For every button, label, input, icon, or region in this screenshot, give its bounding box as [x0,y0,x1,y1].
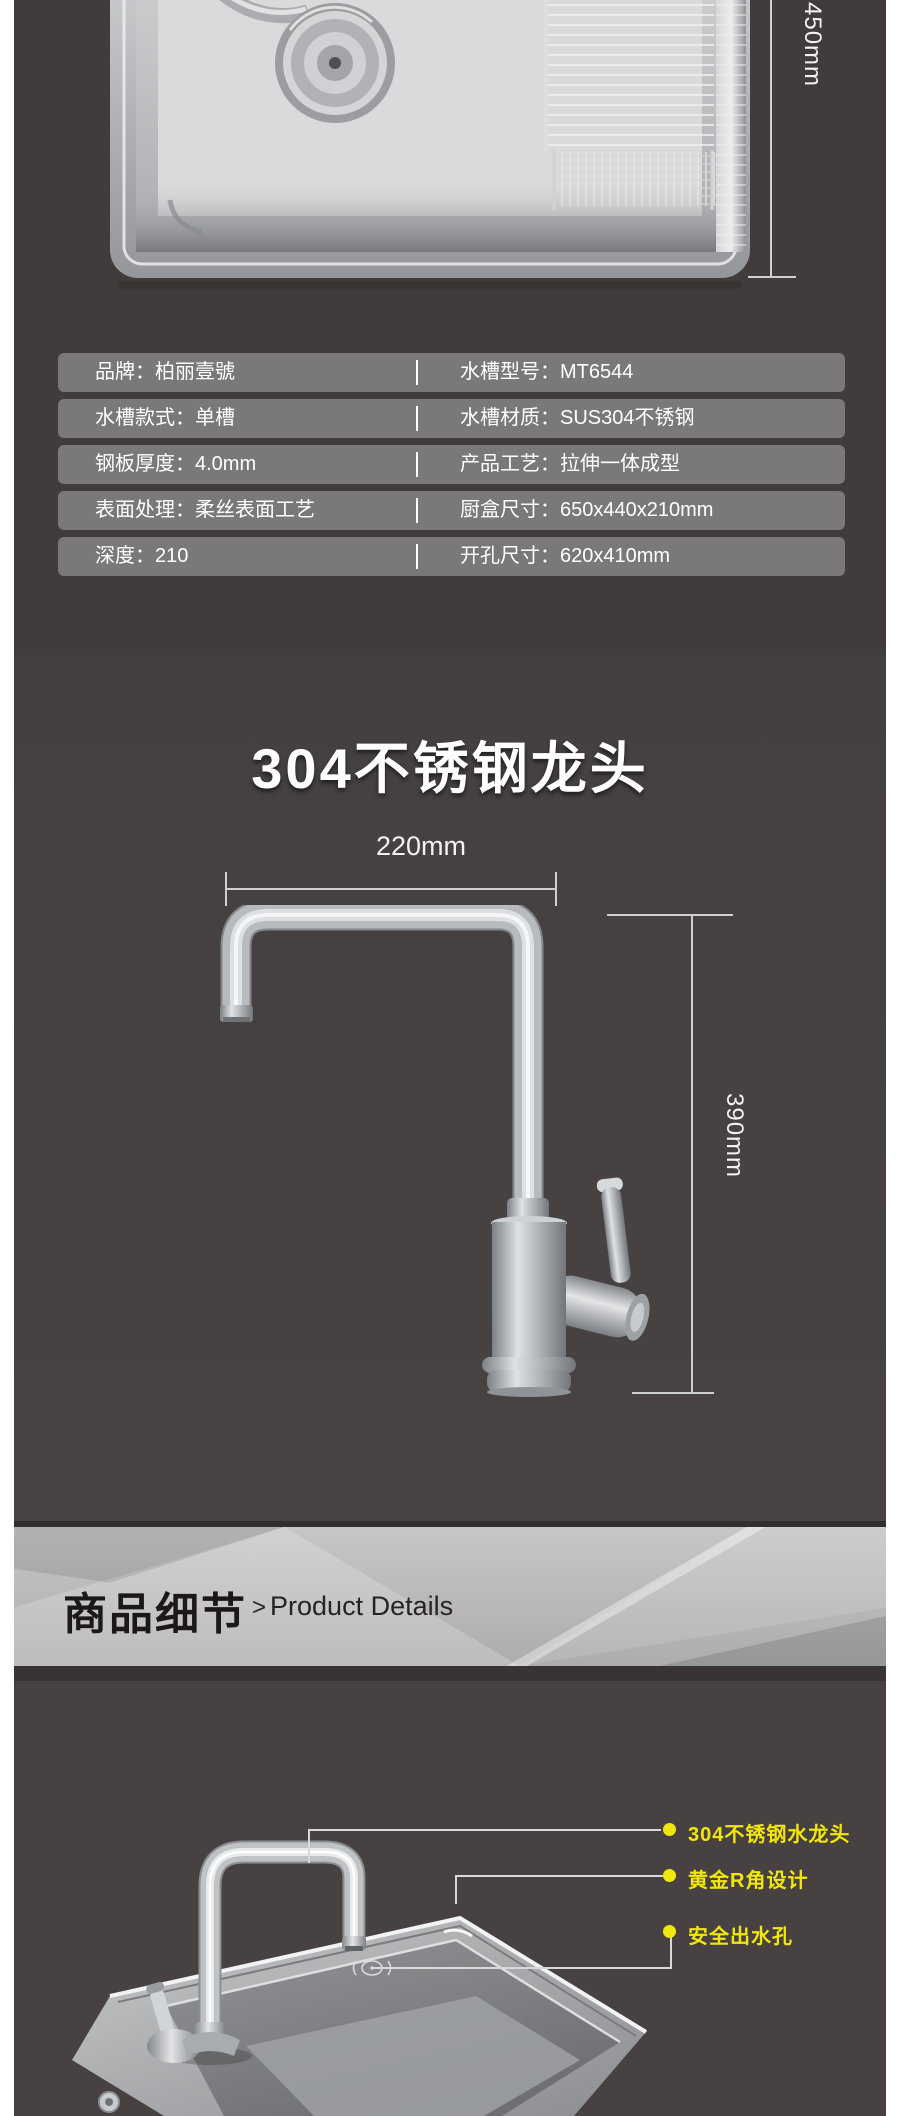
spec-cell-left: 品牌：柏丽壹號 [95,361,235,383]
spec-table: 品牌：柏丽壹號 水槽型号：MT6544 水槽款式：单槽 水槽材质：SUS304不… [58,353,845,583]
spec-divider [416,498,418,523]
spec-cell-left: 深度：210 [95,545,189,567]
leader-line-1-h [308,1829,661,1831]
leader-line-3-v [670,1936,672,1969]
leader-line-2-v [455,1875,457,1904]
background-mid [14,655,886,1527]
bullet-dot [663,1869,676,1882]
banner-top-shadow [14,1521,886,1527]
banner-title-en-text: Product Details [270,1591,454,1621]
product-details-banner [14,1527,886,1666]
spec-cell-right: 厨盒尺寸：650x440x210mm [460,499,714,521]
spec-cell-right: 水槽材质：SUS304不锈钢 [460,407,695,429]
spec-row: 表面处理：柔丝表面工艺 厨盒尺寸：650x440x210mm [58,491,845,530]
annotation-corner: 黄金R角设计 [688,1870,809,1892]
spec-cell-right: 产品工艺：拉伸一体成型 [460,453,680,475]
leader-line-2-h [455,1875,663,1877]
spec-cell-left: 钢板厚度：4.0mm [95,453,257,475]
banner-bottom-strip [14,1666,886,1681]
banner-title-en: >Product Details [252,1591,453,1622]
dim-450-label: 450mm [799,2,826,88]
spec-row: 钢板厚度：4.0mm 产品工艺：拉伸一体成型 [58,445,845,484]
dim-390-line [691,914,693,1393]
dim-220-label: 220mm [375,831,467,861]
leader-line-3-h [372,1967,672,1969]
spec-row: 品牌：柏丽壹號 水槽型号：MT6544 [58,353,845,392]
chevron-right-icon: > [252,1594,267,1621]
dim-390-bottom-tick [632,1392,714,1394]
annotation-outlet: 安全出水孔 [688,1926,793,1948]
spec-divider [416,360,418,385]
spec-cell-right: 开孔尺寸：620x410mm [460,545,671,567]
content-panel: 450mm 品牌：柏丽壹號 水槽型号：MT6544 水槽款式：单槽 水槽材质：S… [14,0,886,2116]
dim-450-line [770,0,772,277]
spec-cell-right: 水槽型号：MT6544 [460,361,634,383]
spec-cell-left: 水槽款式：单槽 [95,407,235,429]
dim-220-tick-right [555,872,557,906]
spec-row: 水槽款式：单槽 水槽材质：SUS304不锈钢 [58,399,845,438]
spec-divider [416,544,418,569]
dim-390-label: 390mm [721,1093,748,1179]
spec-divider [416,452,418,477]
dim-220-tick-left [225,872,227,906]
spec-row: 深度：210 开孔尺寸：620x410mm [58,537,845,576]
bullet-dot [663,1823,676,1836]
leader-line-1-v [308,1829,310,1863]
annotation-faucet: 304不锈钢水龙头 [688,1824,851,1846]
faucet-section-title: 304不锈钢龙头 [251,737,649,800]
bullet-dot [663,1925,676,1938]
dim-390-top-tick [607,914,733,916]
dim-220-line [225,888,557,890]
spec-divider [416,406,418,431]
banner-title-cn: 商品细节 [63,1590,247,1639]
spec-cell-left: 表面处理：柔丝表面工艺 [95,499,315,521]
faucet-photo [220,905,650,1397]
dim-450-end-tick [748,276,796,278]
sink-top-photo [110,0,750,289]
